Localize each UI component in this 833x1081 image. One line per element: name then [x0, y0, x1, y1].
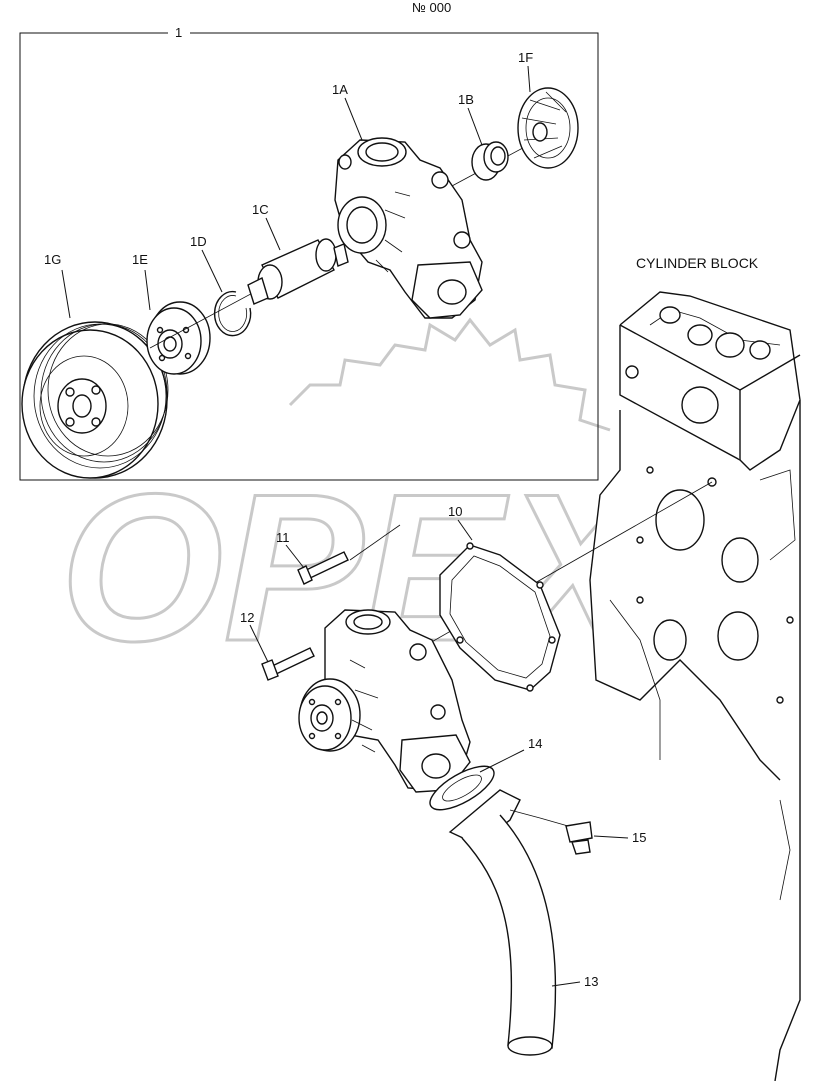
impeller-1F: 1F	[517, 50, 579, 169]
seal-1B: 1B	[458, 92, 509, 181]
callout-14: 14	[528, 736, 542, 751]
callout-1B: 1B	[458, 92, 474, 107]
callout-1F: 1F	[518, 50, 533, 65]
bolt-11: 11	[276, 530, 349, 585]
shaft-bearing-1C: 1C	[247, 202, 349, 305]
callout-13: 13	[584, 974, 598, 989]
header-mark: № 000	[412, 0, 451, 15]
callout-1A: 1A	[332, 82, 348, 97]
pipe-13: 13	[448, 789, 598, 1056]
pump-assembled	[298, 609, 471, 793]
gasket-10: 10	[439, 504, 561, 692]
callout-1G: 1G	[44, 252, 61, 267]
snap-ring-1D: 1D	[190, 234, 252, 337]
gasket-14: 14	[429, 736, 542, 811]
callout-11: 11	[276, 530, 290, 545]
pulley-1G: 1G	[21, 252, 169, 479]
callout-12: 12	[240, 610, 254, 625]
cylinder-block: CYLINDER BLOCK	[589, 255, 801, 1081]
callout-1C: 1C	[252, 202, 269, 217]
hub-1E: 1E	[132, 252, 211, 375]
callout-10: 10	[448, 504, 462, 519]
assembly-label: 1	[175, 25, 182, 40]
bolt-15: 15	[509, 809, 646, 855]
callout-1E: 1E	[132, 252, 148, 267]
assembly-bracket: 1	[19, 25, 599, 481]
cylinder-block-label: CYLINDER BLOCK	[636, 255, 759, 271]
alignment-line-2	[349, 524, 401, 561]
bolt-12: 12	[240, 610, 315, 681]
callout-1D: 1D	[190, 234, 207, 249]
callout-15: 15	[632, 830, 646, 845]
pump-housing-1A: 1A	[332, 82, 483, 319]
